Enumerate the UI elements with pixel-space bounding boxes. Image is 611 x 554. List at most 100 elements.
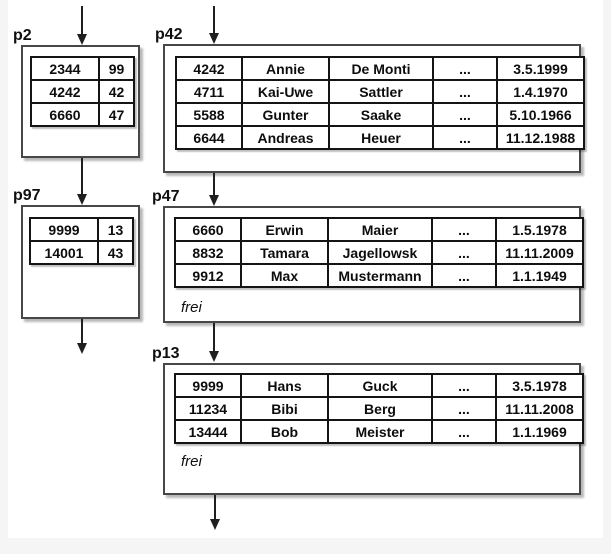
table-cell: Jagellowsk [327,240,433,265]
table-cell: 43 [97,240,134,265]
table-cell: 1.1.1969 [495,419,584,444]
table-cell: 5.10.1966 [496,102,585,127]
table-cell: Mustermann [327,263,433,288]
table-cell: ... [432,125,498,150]
arrow-line [214,495,216,520]
table-cell: 11234 [174,396,242,421]
table-cell: Maier [327,217,433,242]
table-cell: 1.5.1978 [495,217,584,242]
table-cell: Annie [241,56,330,81]
table-cell: Bibi [240,396,329,421]
table-cell: 14001 [29,240,99,265]
page-label-p2: p2 [13,27,32,44]
table-cell: Bob [240,419,329,444]
table-cell: 8832 [174,240,242,265]
page-label-p13: p13 [152,345,180,362]
table-cell: ... [431,373,497,398]
table-cell: 13 [97,217,134,242]
table-cell: 6660 [30,102,100,127]
table-cell: Saake [328,102,434,127]
table-cell: 2344 [30,56,100,81]
table-cell: ... [431,419,497,444]
table-cell: Berg [327,396,433,421]
table-cell: Gunter [241,102,330,127]
table-cell: 13444 [174,419,242,444]
page-label-p97: p97 [13,187,41,204]
table-cell: 1.4.1970 [496,79,585,104]
table-cell: Max [240,263,329,288]
arrow-head-icon [77,343,87,354]
table-cell: ... [432,79,498,104]
table-cell: ... [431,240,497,265]
page-label-p42: p42 [155,26,183,43]
table-cell: 4242 [30,79,100,104]
arrow-line [213,323,215,352]
table-cell: 3.5.1978 [495,373,584,398]
arrow-head-icon [77,34,87,45]
table-cell: Hans [240,373,329,398]
table-cell: ... [431,263,497,288]
table-cell: Kai-Uwe [241,79,330,104]
table-cell: 9999 [29,217,99,242]
arrow-head-icon [77,194,87,205]
table-cell: Andreas [241,125,330,150]
table-cell: 11.11.2009 [495,240,584,265]
table-cell: De Monti [328,56,434,81]
table-cell: 99 [98,56,135,81]
table-cell: 3.5.1999 [496,56,585,81]
table-cell: 9999 [174,373,242,398]
table-cell: ... [432,56,498,81]
table-cell: 6644 [175,125,243,150]
table-cell: 9912 [174,263,242,288]
arrow-line [81,158,83,194]
table-cell: ... [432,102,498,127]
table-cell: 47 [98,102,135,127]
table-cell: Tamara [240,240,329,265]
arrow-head-icon [210,519,220,530]
table-cell: 6660 [174,217,242,242]
free-space-label-p47: frei [181,299,202,316]
arrow-line [213,173,215,196]
table-cell: 4242 [175,56,243,81]
arrow-line [213,6,215,34]
table-cell: Heuer [328,125,434,150]
page-label-p47: p47 [152,188,180,205]
table-cell: 11.12.1988 [496,125,585,150]
table-cell: Erwin [240,217,329,242]
table-cell: Sattler [328,79,434,104]
arrow-head-icon [209,195,219,206]
table-cell: Meister [327,419,433,444]
arrow-line [81,6,83,35]
table-cell: 42 [98,79,135,104]
table-cell: ... [431,217,497,242]
table-cell: 4711 [175,79,243,104]
table-cell: 1.1.1949 [495,263,584,288]
arrow-line [81,319,83,343]
table-cell: ... [431,396,497,421]
table-cell: 5588 [175,102,243,127]
table-cell: 11.11.2008 [495,396,584,421]
free-space-label-p13: frei [181,453,202,470]
arrow-head-icon [209,351,219,362]
